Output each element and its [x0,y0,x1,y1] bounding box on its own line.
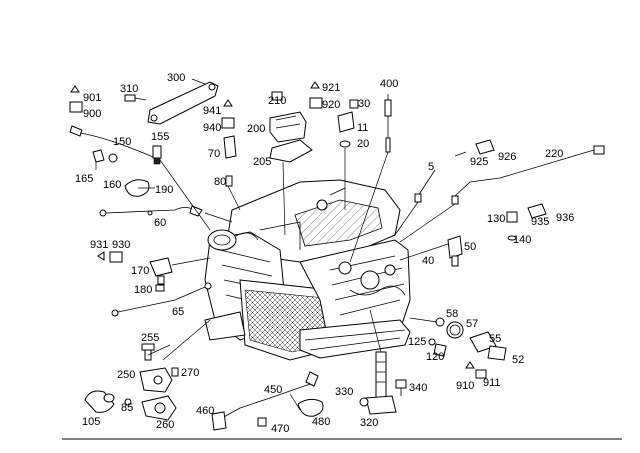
part-sensor-40 [399,235,463,267]
label-130: 130 [487,213,505,225]
label-220: 220 [545,148,563,160]
label-255: 255 [141,332,159,344]
part-clip-480 [297,398,324,417]
part-connector-925 [454,139,495,157]
part-sensor-260 [124,395,177,421]
label-57: 57 [466,318,478,330]
part-sensor-cable-60 [99,205,203,217]
part-labels: 901 900 310 300 150 155 165 160 190 60 9… [75,72,574,435]
part-seal-57 [435,317,445,327]
label-160: 160 [103,179,121,191]
label-300: 300 [167,72,185,84]
label-55: 55 [489,333,501,345]
label-60: 60 [154,217,166,229]
part-seal-58 [446,321,464,339]
part-bolt-340 [395,379,407,396]
label-310: 310 [120,83,138,95]
label-930: 930 [112,239,130,251]
part-connector-900 [69,85,161,161]
part-bolt-255 [141,343,171,361]
label-5: 5 [428,161,434,173]
label-11: 11 [357,122,368,134]
part-connector-930 [97,251,123,263]
label-155: 155 [151,131,169,143]
label-940: 940 [203,122,221,134]
part-connector-910 [465,361,487,379]
part-bolt-310 [124,94,147,102]
label-450: 450 [264,384,282,396]
label-935: 935 [531,216,549,228]
part-sensor-250 [139,367,179,393]
part-probe-400 [349,94,392,263]
label-50: 50 [464,241,476,253]
part-sensor-170 [149,257,211,285]
label-125: 125 [408,336,426,348]
label-205: 205 [253,156,271,168]
label-931: 931 [90,239,108,251]
part-cable-450 [211,371,319,431]
part-clip-190 [124,179,155,197]
label-200: 200 [247,123,265,135]
label-20: 20 [357,138,369,150]
label-480: 480 [312,416,330,428]
part-sensor-11 [309,81,359,210]
label-460: 460 [196,405,214,417]
part-cable-220 [399,145,605,243]
label-58: 58 [446,308,458,320]
part-sensor-120 [428,338,447,357]
label-250: 250 [117,369,135,381]
label-190: 190 [155,184,173,196]
label-330: 330 [335,386,353,398]
label-120: 120 [426,351,444,363]
label-80: 80 [214,176,226,188]
label-941: 941 [203,105,221,117]
label-85: 85 [121,402,133,414]
part-sensor-5 [394,169,436,236]
label-400: 400 [380,78,398,90]
label-180: 180 [134,284,152,296]
label-165: 165 [75,173,93,185]
label-925: 925 [470,156,488,168]
label-470: 470 [271,423,289,435]
part-bracket-300 [147,78,219,125]
label-40: 40 [422,255,434,267]
part-sensor-320 [359,309,397,415]
part-module-200 [269,91,313,236]
label-210: 210 [268,95,286,107]
label-105: 105 [82,416,100,428]
label-70: 70 [208,148,220,160]
label-920: 920 [322,99,340,111]
part-clip-180 [155,284,165,292]
label-320: 320 [360,417,378,429]
part-sensor-70 [221,99,237,187]
label-65: 65 [172,306,184,318]
label-30: 30 [358,98,370,110]
label-911: 911 [483,377,501,389]
part-sensor-55 [469,331,507,361]
label-921: 921 [322,82,340,94]
label-260: 260 [156,419,174,431]
part-clip-470 [257,417,267,427]
part-sensor-130 [506,203,547,241]
part-harness-150 [92,149,118,170]
part-cable-65 [111,282,212,317]
label-140: 140 [513,234,531,246]
label-270: 270 [181,367,199,379]
label-936: 936 [556,212,574,224]
label-340: 340 [409,382,427,394]
label-901: 901 [83,92,101,104]
label-926: 926 [498,151,516,163]
label-150: 150 [113,136,131,148]
label-910: 910 [456,380,474,392]
part-sensor-155 [152,145,162,165]
engine-block [204,179,411,361]
part-hose-105 [84,390,115,413]
label-52: 52 [512,354,524,366]
label-900: 900 [83,108,101,120]
label-170: 170 [131,265,149,277]
leader-lines [159,159,438,361]
